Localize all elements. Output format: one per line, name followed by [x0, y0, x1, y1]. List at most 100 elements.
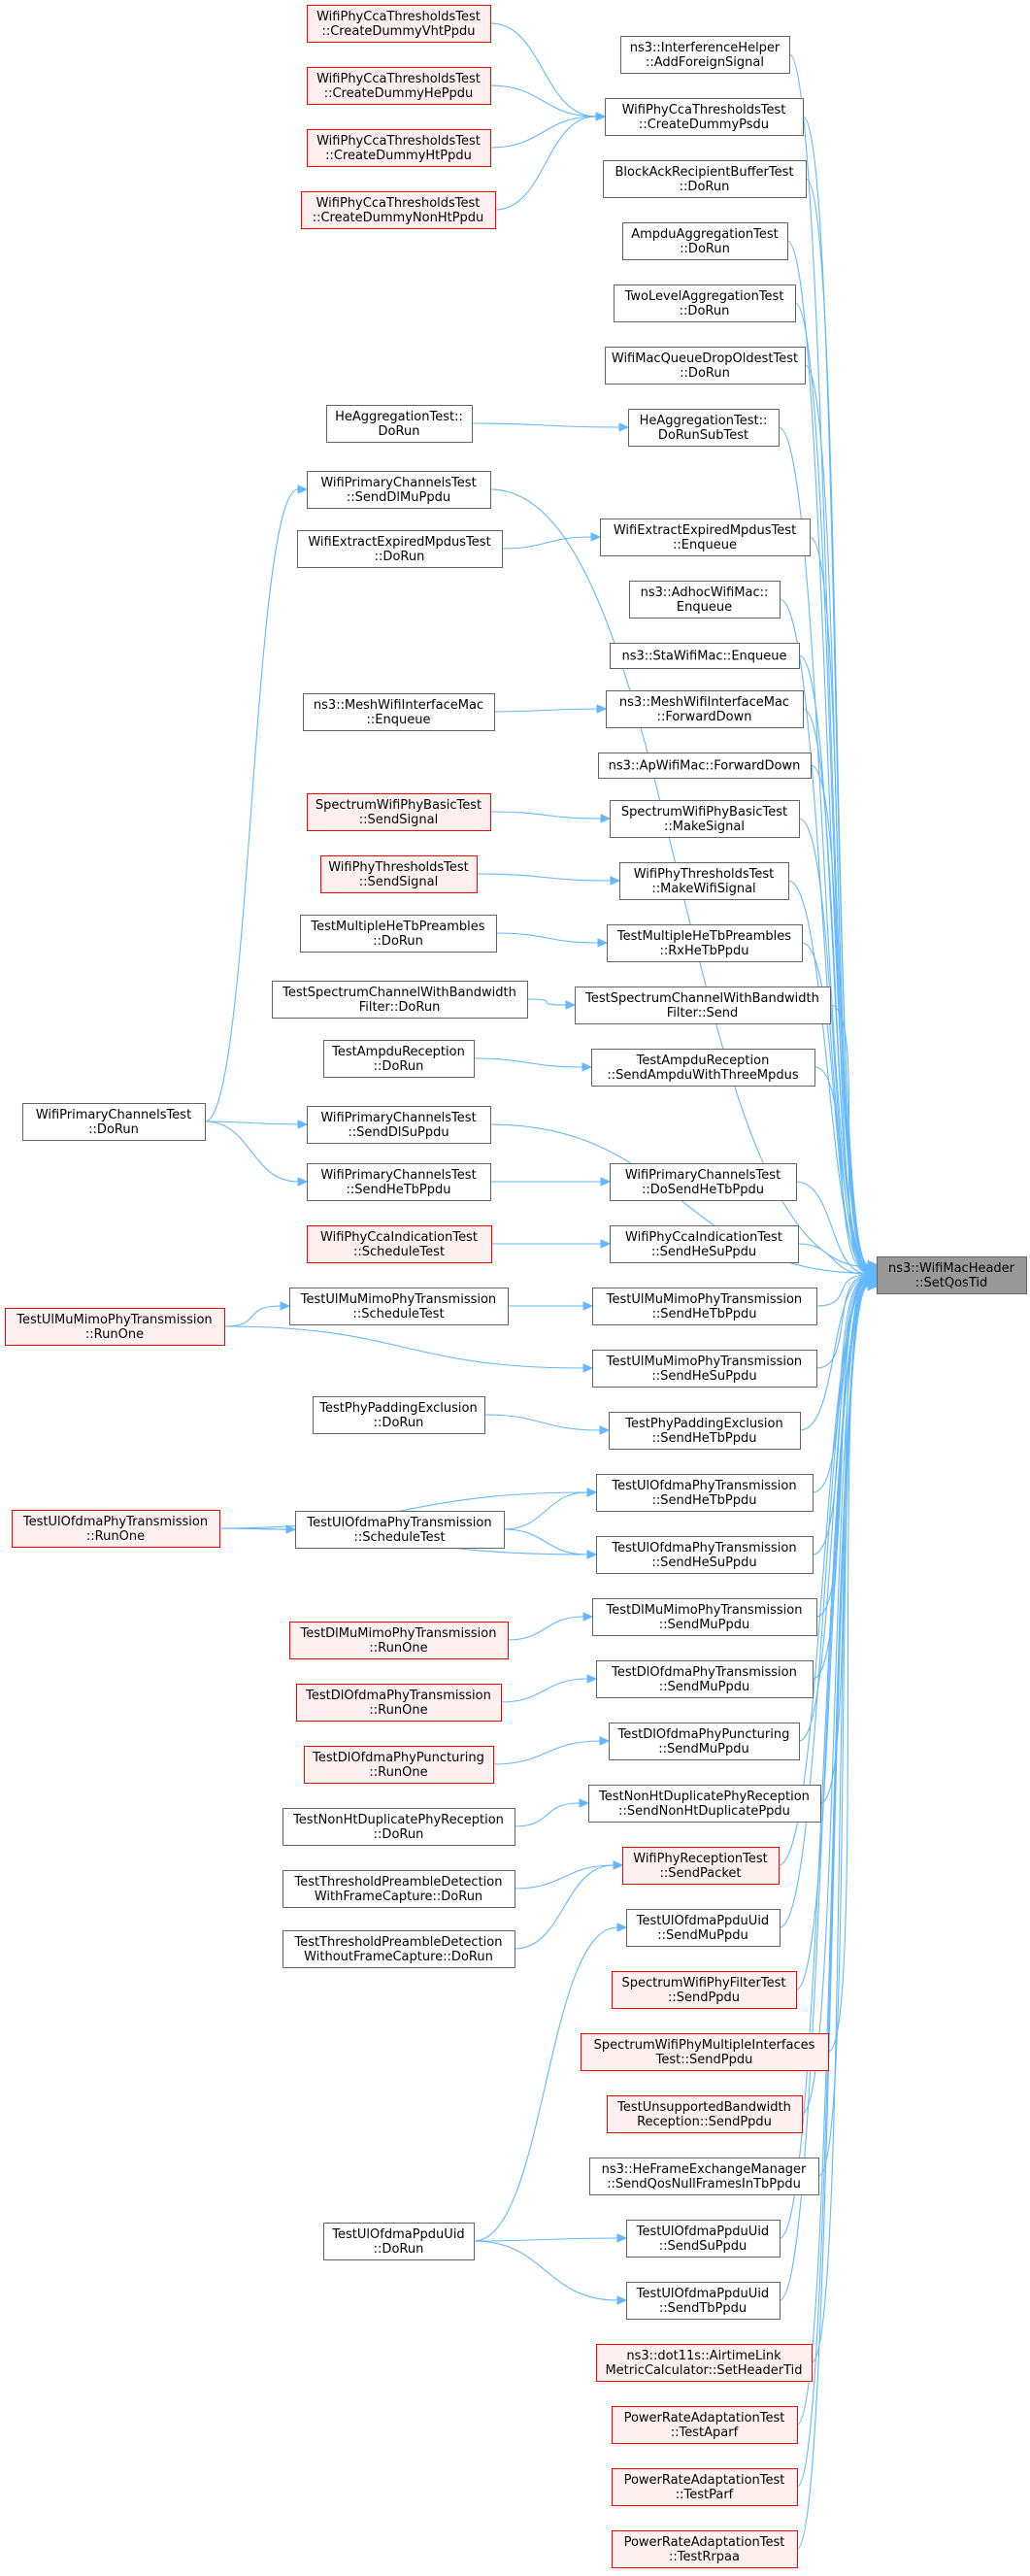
- node-a2[interactable]: WifiPhyCcaThresholdsTest::CreateDummyHeP…: [307, 67, 491, 105]
- node-a15[interactable]: TestUlMuMimoPhyTransmission::ScheduleTes…: [289, 1288, 509, 1325]
- node-c1[interactable]: ns3::InterferenceHelper::AddForeignSigna…: [620, 36, 790, 74]
- node-c13[interactable]: ns3::ApWifiMac::ForwardDown: [598, 753, 812, 779]
- edge-line: [799, 1275, 869, 1431]
- node-c22[interactable]: TestUlMuMimoPhyTransmission::SendHeTbPpd…: [592, 1288, 817, 1325]
- node-a21[interactable]: TestNonHtDuplicatePhyReception::DoRun: [282, 1808, 515, 1846]
- edge-arrowhead: [867, 1281, 879, 1291]
- node-c29[interactable]: TestDlOfdmaPhyPuncturing::SendMuPpdu: [609, 1723, 800, 1760]
- node-box: [301, 191, 496, 229]
- node-label-line: PowerRateAdaptationTest: [624, 2473, 785, 2488]
- edge-line: [514, 1864, 615, 1890]
- node-c20[interactable]: WifiPrimaryChannelsTest::DoSendHeTbPpdu: [610, 1163, 797, 1201]
- node-a20[interactable]: TestDlOfdmaPhyPuncturing::RunOne: [304, 1746, 494, 1784]
- node-a16[interactable]: TestPhyPaddingExclusion::DoRun: [313, 1396, 485, 1434]
- node-c2[interactable]: WifiPhyCcaThresholdsTest::CreateDummyPsd…: [605, 98, 804, 136]
- node-label-line: ::DoSendHeTbPpdu: [642, 1183, 764, 1197]
- edge-line: [819, 1279, 869, 1804]
- node-a1[interactable]: WifiPhyCcaThresholdsTest::CreateDummyVht…: [307, 5, 491, 43]
- node-c19[interactable]: WifiPrimaryChannelsTest::SendDlSuPpdu: [307, 1106, 491, 1144]
- node-a24[interactable]: TestUlOfdmaPpduUid::DoRun: [323, 2223, 475, 2260]
- node-c14[interactable]: SpectrumWifiPhyBasicTest::MakeSignal: [610, 800, 800, 838]
- node-c33[interactable]: SpectrumWifiPhyFilterTest::SendPpdu: [612, 1971, 797, 2009]
- node-c6[interactable]: WifiMacQueueDropOldestTest::DoRun: [605, 347, 806, 385]
- edge-arrowhead: [297, 1177, 309, 1187]
- node-c7[interactable]: HeAggregationTest::DoRunSubTest: [628, 409, 780, 447]
- node-c42[interactable]: PowerRateAdaptationTest::TestRrpaa: [612, 2530, 798, 2568]
- node-a11[interactable]: TestSpectrumChannelWithBandwidthFilter::…: [272, 981, 528, 1019]
- edge-arrowhead: [297, 485, 309, 494]
- node-c31[interactable]: WifiPhyReceptionTest::SendPacket: [622, 1847, 780, 1885]
- node-a12[interactable]: TestAmpduReception::DoRun: [323, 1040, 475, 1078]
- node-c26[interactable]: TestUlOfdmaPhyTransmission::SendHeSuPpdu: [596, 1536, 814, 1574]
- node-a13[interactable]: WifiPrimaryChannelsTest::SendHeTbPpdu: [307, 1163, 491, 1201]
- node-c25[interactable]: TestUlOfdmaPhyTransmission::SendHeTbPpdu: [596, 1474, 814, 1512]
- node-a17[interactable]: TestUlOfdmaPhyTransmission::ScheduleTest: [295, 1511, 505, 1549]
- node-c27[interactable]: TestDlMuMimoPhyTransmission::SendMuPpdu: [592, 1598, 817, 1636]
- node-c34[interactable]: SpectrumWifiPhyMultipleInterfacesTest::S…: [581, 2033, 829, 2071]
- node-a19[interactable]: TestDlOfdmaPhyTransmission::RunOne: [296, 1684, 502, 1722]
- edge-line: [814, 1066, 869, 1274]
- node-c37[interactable]: TestUlOfdmaPpduUid::SendSuPpdu: [626, 2220, 781, 2258]
- node-label-line: ns3::WifiMacHeader: [888, 1261, 1015, 1276]
- node-label-line: ::CreateDummyVhtPpdu: [321, 24, 475, 39]
- node-a7[interactable]: ns3::MeshWifiInterfaceMac::Enqueue: [303, 693, 495, 731]
- node-b1[interactable]: WifiPrimaryChannelsTest::DoRun: [22, 1103, 206, 1141]
- node-label-line: WifiPhyCcaIndicationTest: [320, 1230, 478, 1245]
- node-label-line: WifiExtractExpiredMpdusTest: [308, 535, 490, 550]
- node-a18[interactable]: TestDlMuMimoPhyTransmission::RunOne: [289, 1622, 509, 1659]
- node-c18[interactable]: TestAmpduReception::SendAmpduWithThreeMp…: [591, 1049, 815, 1087]
- node-c12[interactable]: ns3::MeshWifiInterfaceMac::ForwardDown: [606, 690, 804, 728]
- node-label-line: ::SendMuPpdu: [657, 1928, 748, 1943]
- node-c35[interactable]: TestUnsupportedBandwidthReception::SendP…: [607, 2095, 803, 2133]
- node-c4[interactable]: AmpduAggregationTest::DoRun: [622, 222, 788, 260]
- node-label-line: Test::SendPpdu: [655, 2053, 753, 2067]
- node-c36[interactable]: ns3::HeFrameExchangeManager::SendQosNull…: [589, 2158, 819, 2195]
- node-c23[interactable]: TestUlMuMimoPhyTransmission::SendHeSuPpd…: [592, 1350, 817, 1388]
- edge-a10-to-c16: [495, 932, 609, 948]
- node-c41[interactable]: PowerRateAdaptationTest::TestParf: [612, 2468, 798, 2506]
- node-label-line: ::RunOne: [86, 1529, 145, 1544]
- node-a8[interactable]: SpectrumWifiPhyBasicTest::SendSignal: [307, 793, 491, 831]
- node-a5[interactable]: HeAggregationTest::DoRun: [326, 405, 473, 443]
- node-c40[interactable]: PowerRateAdaptationTest::TestAparf: [612, 2406, 798, 2444]
- node-a23[interactable]: TestThresholdPreambleDetectionWithoutFra…: [282, 1930, 515, 1968]
- node-c17[interactable]: TestSpectrumChannelWithBandwidthFilter::…: [575, 987, 831, 1024]
- node-a3[interactable]: WifiPhyCcaThresholdsTest::CreateDummyHtP…: [307, 129, 491, 167]
- node-a10[interactable]: TestMultipleHeTbPreambles::DoRun: [300, 915, 497, 953]
- edge-line: [795, 1181, 869, 1275]
- node-c15[interactable]: WifiPhyThresholdsTest::MakeWifiSignal: [619, 862, 789, 900]
- node-c16[interactable]: TestMultipleHeTbPreambles::RxHeTbPpdu: [607, 924, 803, 962]
- edge-arrowhead: [600, 814, 612, 823]
- edge-a23-to-c31: [514, 1860, 624, 1950]
- node-c11[interactable]: ns3::StaWifiMac::Enqueue: [610, 643, 800, 669]
- node-c5[interactable]: TwoLevelAggregationTest::DoRun: [614, 284, 796, 322]
- node-box: [326, 405, 473, 443]
- node-c3[interactable]: BlockAckRecipientBufferTest::DoRun: [603, 160, 807, 198]
- node-c8[interactable]: WifiPrimaryChannelsTest::SendDlMuPpdu: [307, 471, 491, 509]
- node-a22[interactable]: TestThresholdPreambleDetectionWithFrameC…: [282, 1870, 515, 1908]
- node-n0[interactable]: ns3::WifiMacHeader::SetQosTid: [877, 1256, 1027, 1294]
- node-a14[interactable]: WifiPhyCcaIndicationTest::ScheduleTest: [307, 1225, 492, 1263]
- node-c21[interactable]: WifiPhyCcaIndicationTest::SendHeSuPpdu: [610, 1225, 799, 1263]
- node-a4[interactable]: WifiPhyCcaThresholdsTest::CreateDummyNon…: [301, 191, 496, 229]
- node-label-line: ::SendHeTbPpdu: [651, 1307, 756, 1321]
- node-c32[interactable]: TestUlOfdmaPpduUid::SendMuPpdu: [626, 1909, 781, 1947]
- node-c28[interactable]: TestDlOfdmaPhyTransmission::SendMuPpdu: [596, 1660, 814, 1698]
- edge-line: [796, 1286, 869, 2488]
- node-c39[interactable]: ns3::dot11s::AirtimeLinkMetricCalculator…: [596, 2344, 813, 2382]
- node-a9[interactable]: WifiPhyThresholdsTest::SendSignal: [320, 855, 478, 893]
- node-b2[interactable]: TestUlMuMimoPhyTransmission::RunOne: [5, 1308, 225, 1346]
- node-box: [626, 2282, 781, 2320]
- node-c38[interactable]: TestUlOfdmaPpduUid::SendTbPpdu: [626, 2282, 781, 2320]
- node-c10[interactable]: ns3::AdhocWifiMac::Enqueue: [629, 581, 781, 619]
- node-label-line: WifiPhyCcaThresholdsTest: [316, 134, 481, 149]
- node-box: [591, 1049, 815, 1087]
- node-c24[interactable]: TestPhyPaddingExclusion::SendHeTbPpdu: [609, 1412, 801, 1450]
- node-label-line: SpectrumWifiPhyBasicTest: [621, 805, 787, 820]
- node-a6[interactable]: WifiExtractExpiredMpdusTest::DoRun: [297, 530, 503, 568]
- node-b3[interactable]: TestUlOfdmaPhyTransmission::RunOne: [12, 1510, 220, 1548]
- edge-line: [817, 1283, 869, 2177]
- node-c30[interactable]: TestNonHtDuplicatePhyReception::SendNonH…: [588, 1785, 821, 1823]
- node-box: [323, 2223, 475, 2260]
- node-c9[interactable]: WifiExtractExpiredMpdusTest::Enqueue: [600, 519, 811, 556]
